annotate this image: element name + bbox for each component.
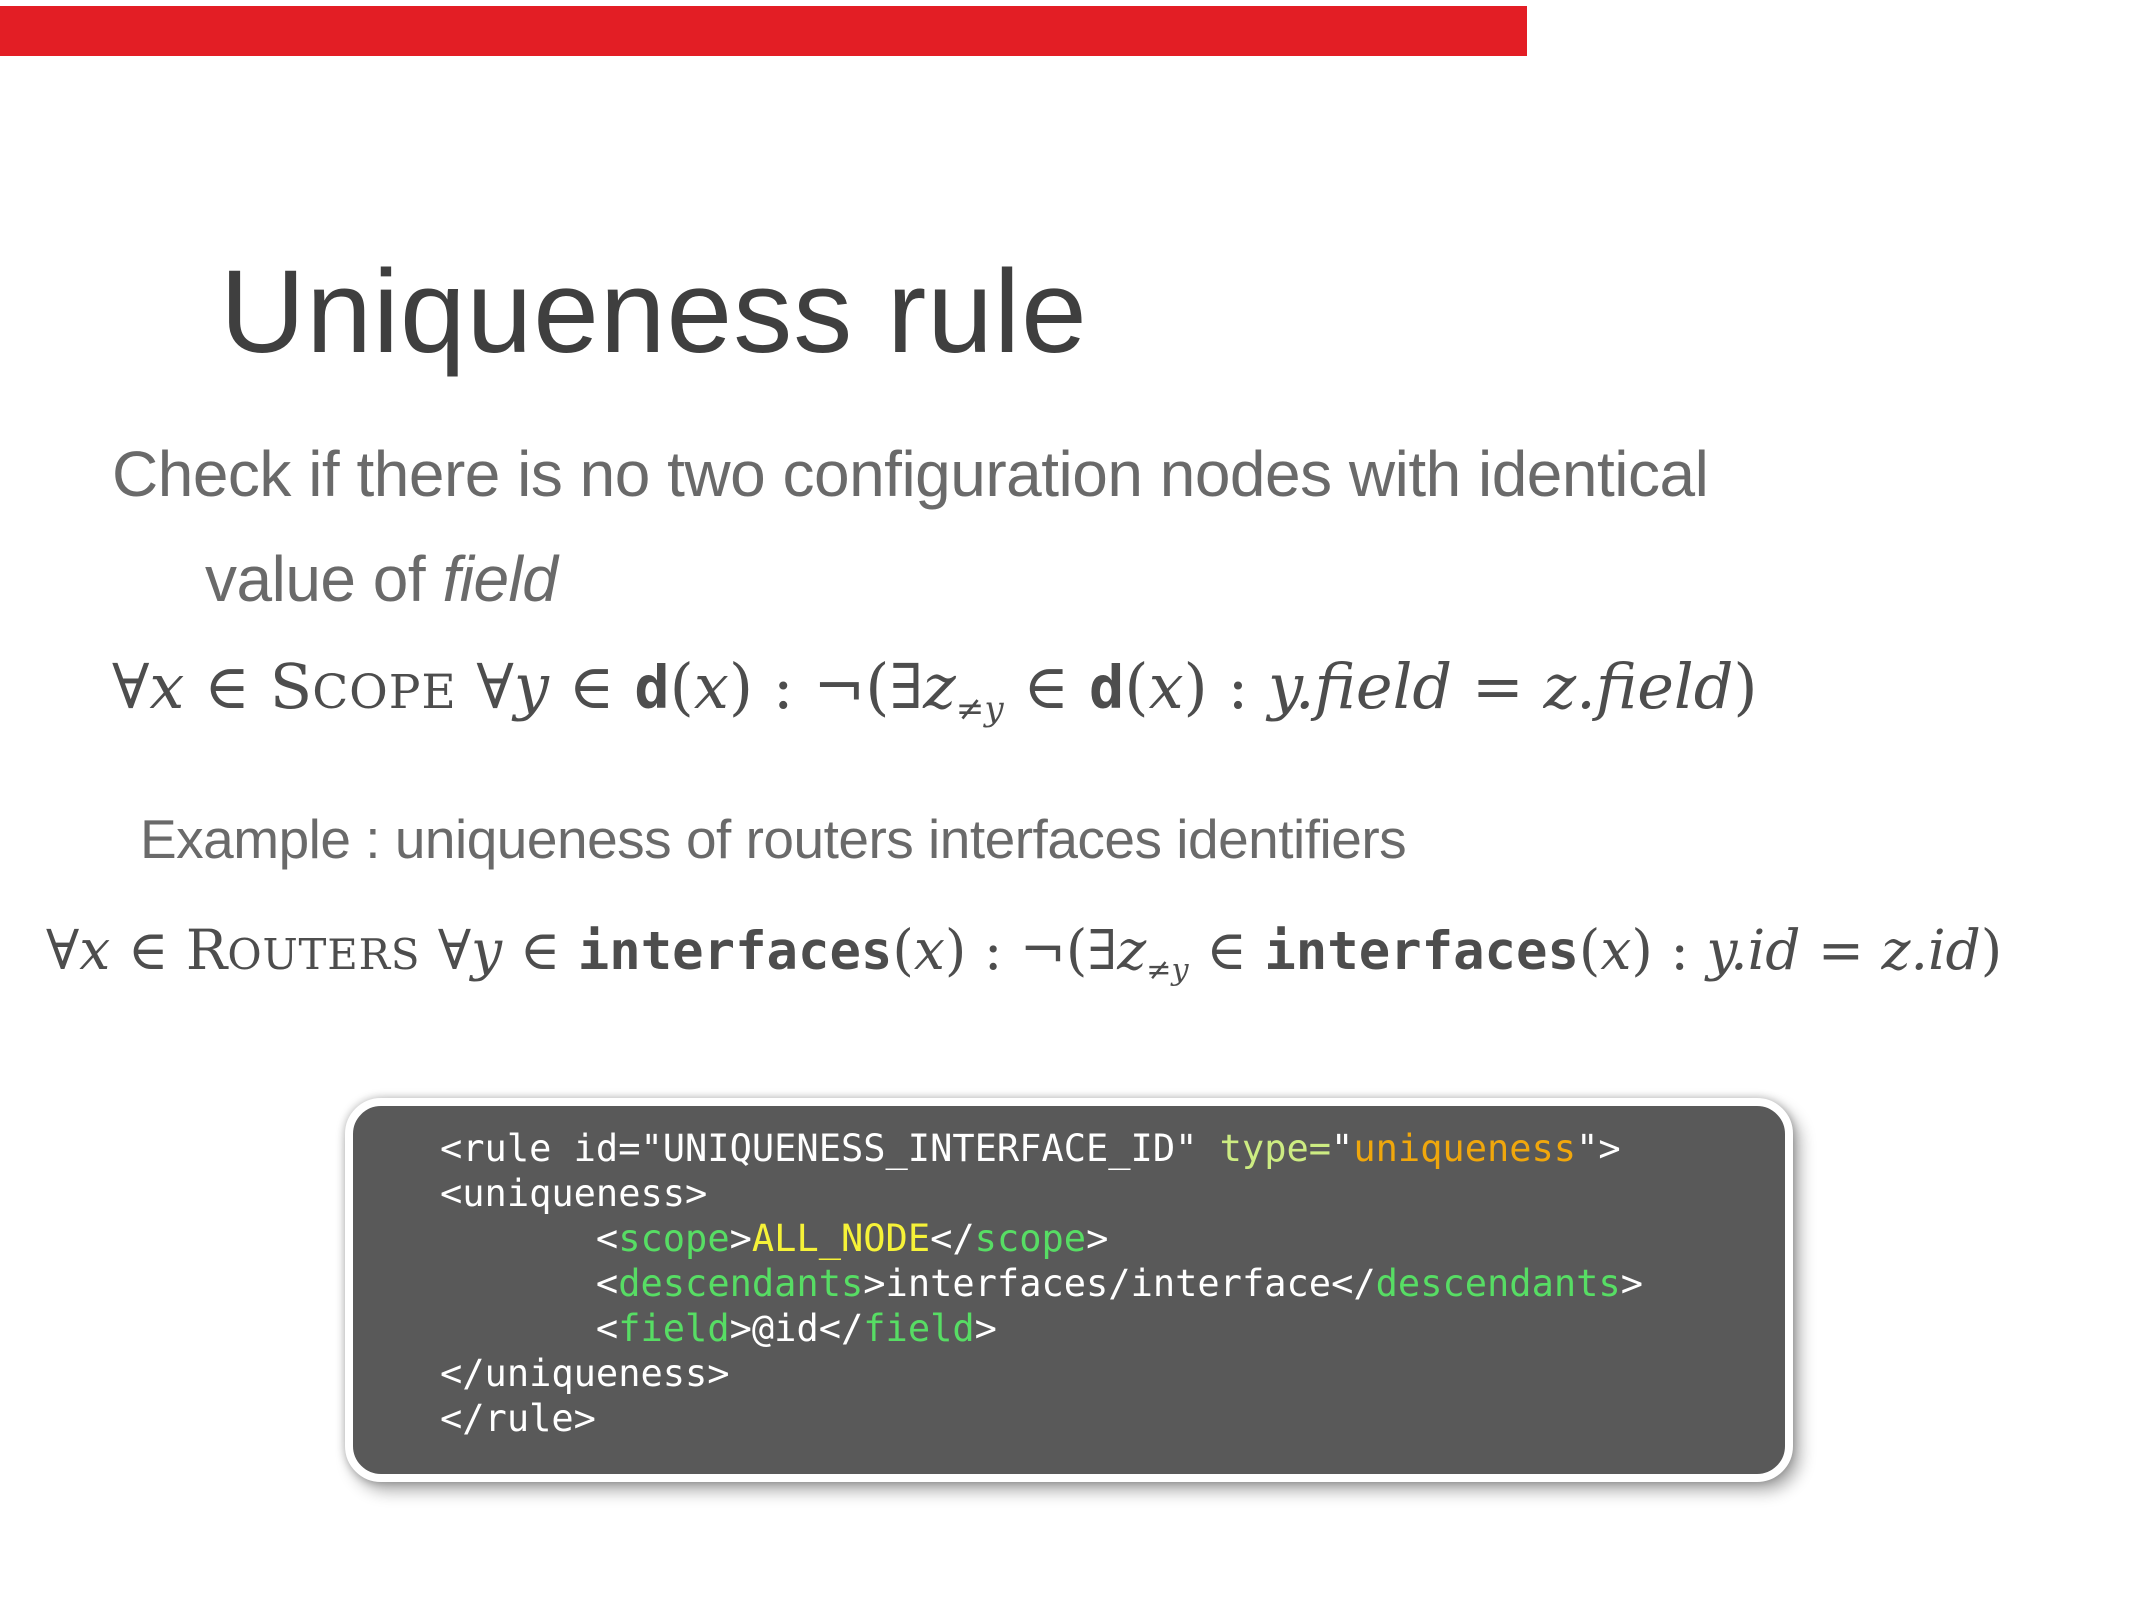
code-lines: <rule id="UNIQUENESS_INTERFACE_ID" type=…: [440, 1126, 1775, 1441]
formula-token: x: [79, 918, 111, 982]
formula-token: y: [513, 650, 549, 723]
top-red-bar: [0, 6, 1527, 56]
code-token: ": [1331, 1127, 1354, 1170]
formula-token: (: [1578, 918, 1601, 982]
formula-token: ∈: [1003, 650, 1089, 723]
code-line: </rule>: [440, 1396, 1775, 1441]
code-token: uniqueness: [1353, 1127, 1577, 1170]
code-token: <uniqueness>: [440, 1172, 708, 1215]
formula-token: ) :: [1183, 650, 1269, 723]
formula-token: d: [1088, 653, 1125, 722]
formula-token: x: [1600, 918, 1632, 982]
formula-token: interfaces: [1264, 922, 1579, 982]
formula-token: x: [693, 650, 729, 723]
formula-token: z: [1117, 918, 1147, 982]
code-token: type=: [1219, 1127, 1332, 1170]
formula-token: z: [923, 650, 956, 723]
formula-token: ): [1980, 918, 2003, 982]
code-token: ">: [1576, 1127, 1621, 1170]
code-token: <: [440, 1262, 619, 1305]
formula-token: x: [913, 918, 945, 982]
code-token: >: [729, 1307, 752, 1350]
formula-uniqueness-generic: ∀x ∈ SCOPE ∀y ∈ d(x) : ¬(∃z≠y ∈ d(x) : y…: [112, 648, 1758, 731]
formula-token: COPE: [312, 665, 457, 720]
formula-token: ≠y: [955, 688, 1004, 729]
code-line: <rule id="UNIQUENESS_INTERFACE_ID" type=…: [440, 1126, 1775, 1171]
formula-token: S: [269, 650, 313, 723]
formula-token: ) :: [1631, 918, 1707, 982]
code-token: >: [729, 1217, 752, 1260]
example-label: Example : uniqueness of routers interfac…: [140, 808, 1407, 870]
code-token: >: [1086, 1217, 1109, 1260]
formula-token: interfaces: [577, 922, 893, 982]
formula-token: ∈: [502, 918, 578, 982]
code-token: descendants: [618, 1262, 864, 1305]
body-text: Check if there is no two configuration n…: [112, 436, 1709, 618]
code-snippet-box: <rule id="UNIQUENESS_INTERFACE_ID" type=…: [345, 1098, 1793, 1482]
code-token: @id: [751, 1307, 819, 1350]
code-token: descendants: [1375, 1262, 1621, 1305]
formula-token: (: [892, 918, 914, 982]
formula-token: (: [669, 650, 694, 723]
formula-token: y: [471, 918, 503, 982]
formula-uniqueness-interfaces: ∀x ∈ ROUTERS ∀y ∈ interfaces(x) : ¬(∃z≠y…: [46, 916, 2002, 989]
code-line: <field>@id</field>: [440, 1306, 1775, 1351]
code-token: >: [1620, 1262, 1643, 1305]
formula-token: x: [1148, 650, 1184, 723]
code-line: <descendants>interfaces/interface</desce…: [440, 1261, 1775, 1306]
body-text-line1: Check if there is no two configuration n…: [112, 438, 1709, 510]
code-token: </: [818, 1307, 864, 1350]
code-token: scope: [618, 1217, 730, 1260]
formula-token: ≠y: [1146, 952, 1189, 988]
code-line: </uniqueness>: [440, 1351, 1775, 1396]
formula-token: OUTERS: [227, 930, 421, 979]
code-token: scope: [974, 1217, 1087, 1260]
code-token: </: [930, 1217, 975, 1260]
formula-token: ∀: [112, 650, 150, 723]
formula-token: =: [1452, 650, 1544, 723]
code-line: <uniqueness>: [440, 1171, 1775, 1216]
code-token: <: [440, 1307, 619, 1350]
body-text-line2: value of field: [205, 541, 1708, 618]
formula-token: ) : ¬(∃: [728, 650, 924, 723]
body-text-line2-italic-field: field: [442, 542, 558, 615]
code-token: >: [863, 1262, 886, 1305]
formula-token: ) : ¬(∃: [944, 918, 1118, 982]
formula-token: =: [1800, 918, 1882, 982]
formula-token: z.field: [1543, 650, 1734, 723]
slide-title: Uniqueness rule: [220, 246, 1088, 379]
code-token: <: [440, 1217, 619, 1260]
code-token: ALL_NODE: [751, 1217, 931, 1260]
formula-token: ∀: [420, 918, 472, 982]
formula-token: ∀: [46, 918, 80, 982]
code-token: >: [974, 1307, 997, 1350]
formula-token: y.field: [1268, 650, 1453, 723]
formula-token: (: [1124, 650, 1149, 723]
code-token: </uniqueness>: [440, 1352, 730, 1395]
code-token: interfaces/interface: [885, 1262, 1332, 1305]
formula-token: ∀: [456, 650, 514, 723]
formula-token: ∈: [548, 650, 635, 723]
formula-token: y.id: [1706, 918, 1801, 982]
formula-token: d: [634, 653, 670, 722]
body-text-line2-prefix: value of: [205, 542, 443, 615]
formula-token: z.id: [1881, 918, 1981, 982]
formula-token: x: [149, 650, 185, 723]
code-token: <rule id="UNIQUENESS_INTERFACE_ID": [440, 1127, 1220, 1170]
formula-token: ∈: [110, 918, 186, 982]
code-token: field: [863, 1307, 975, 1350]
formula-token: ): [1733, 650, 1758, 723]
formula-token: R: [185, 918, 228, 982]
code-token: </: [1331, 1262, 1376, 1305]
code-line: <scope>ALL_NODE</scope>: [440, 1216, 1775, 1261]
code-token: field: [618, 1307, 730, 1350]
formula-token: ∈: [184, 650, 270, 723]
formula-token: ∈: [1188, 918, 1265, 982]
code-token: </rule>: [440, 1397, 596, 1440]
